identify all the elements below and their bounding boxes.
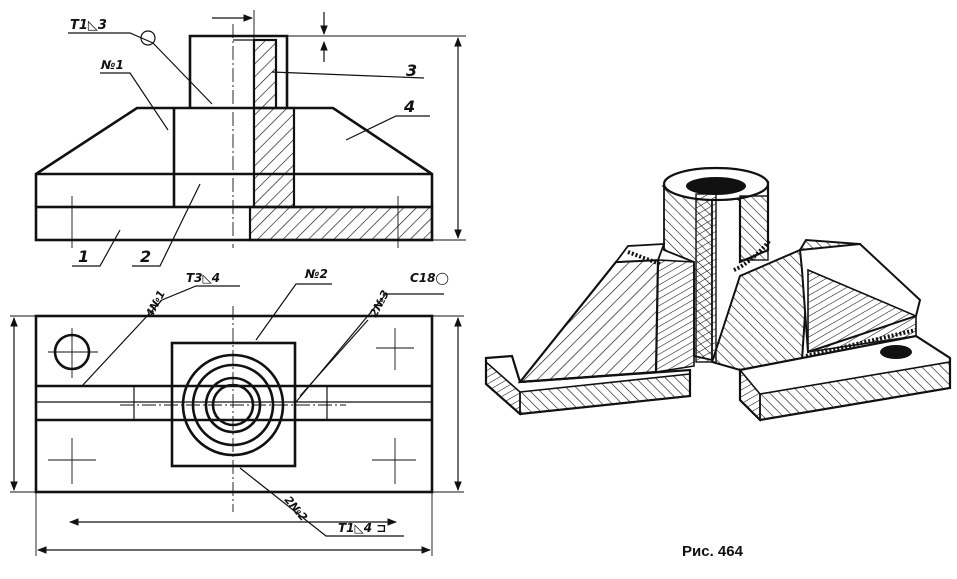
axis-lines [71, 24, 399, 248]
isometric-view [484, 166, 952, 422]
dimension-lines [212, 10, 466, 241]
part-label-2: 2 [140, 247, 151, 266]
part-label-3: 3 [406, 61, 417, 80]
top-view: T3◺4 №2 C18◯ 4№1 2№3 2№2 T1◺4 ⊐ [10, 267, 464, 556]
weld-symbol-t3-4: T3◺4 [186, 271, 220, 285]
section-hatching [248, 38, 434, 242]
weld-symbol-t1-3: T1◺3 [70, 18, 107, 33]
part-label-4: 4 [403, 97, 415, 116]
weld-label-2-3: 2№3 [367, 288, 392, 320]
weld-label-2: №2 [304, 267, 328, 281]
leader-lines [68, 30, 430, 267]
figure-caption: Рис. 464 [682, 543, 744, 560]
weld-label-1: №1 [100, 58, 124, 72]
part-label-1: 1 [78, 247, 89, 266]
top-plate-outline [34, 314, 434, 494]
weld-symbol-c18: C18◯ [410, 271, 449, 285]
body-outline [34, 106, 434, 207]
top-square-body [170, 341, 297, 468]
weld-symbol-t1-4: T1◺4 ⊐ [338, 521, 386, 535]
front-view: T1◺3 №1 1 2 3 4 [34, 10, 466, 267]
